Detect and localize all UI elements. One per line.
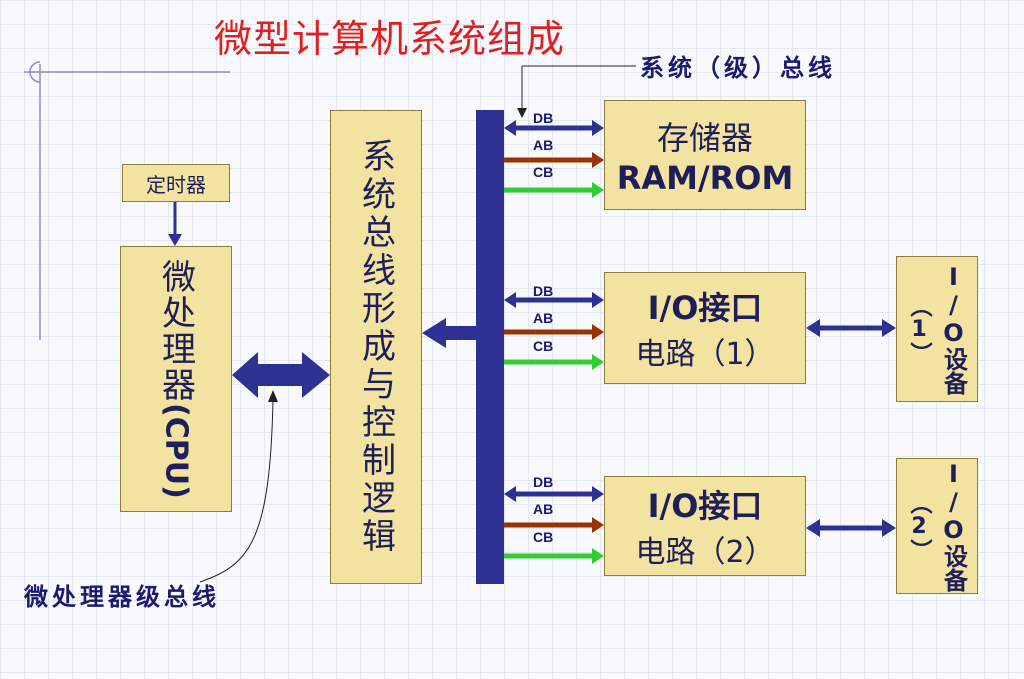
guide-circle-icon (29, 61, 41, 83)
io1-cb-label: CB (533, 338, 554, 354)
system-bus-callout: 系统（级）总线 (640, 53, 836, 82)
io2-db-label: DB (533, 474, 554, 490)
io1-device-arrow (806, 319, 896, 337)
io1-label: I/O接口 (647, 289, 763, 327)
diagram-title: 微型计算机系统组成 (214, 17, 566, 61)
mem-cb-label: CB (533, 164, 554, 180)
io1-ab-label: AB (533, 310, 554, 326)
system-bus-pointer-arrow (517, 108, 527, 118)
cpu-block: 微处理器 (CPU) (120, 246, 232, 512)
mem-db-label: DB (533, 110, 554, 126)
cpu-bus-callout: 微处理器级总线 (24, 582, 220, 611)
memory-type: RAM/ROM (616, 159, 794, 197)
io-device-1-block: I/O设备 （1） (896, 256, 978, 402)
timer-label: 定时器 (146, 172, 206, 197)
system-bus-bar (476, 110, 504, 584)
bus-to-logic-arrow (422, 318, 476, 348)
dev2-number: （2） (906, 491, 932, 561)
io1-sublabel: 电路（1） (635, 337, 775, 372)
io2-cb-label: CB (533, 529, 554, 545)
cpu-bus-pointer-arrow (268, 390, 278, 402)
io2-ab-label: AB (533, 501, 554, 517)
io-device-2-block: I/O设备 （2） (896, 458, 978, 594)
cpu-label: 微处理器 (155, 259, 196, 404)
io2-bus-arrows (504, 486, 604, 564)
cpu-bus-double-arrow (232, 352, 330, 398)
memory-bus-arrows (504, 120, 604, 198)
cpu-abbrev: (CPU) (158, 403, 194, 499)
memory-label: 存储器 (656, 119, 753, 157)
dev1-label: I/O设备 (939, 263, 968, 395)
dev1-number: （1） (906, 294, 932, 364)
io1-bus-arrows (504, 292, 604, 370)
dev2-label: I/O设备 (939, 460, 968, 592)
memory-block: 存储器 RAM/ROM (604, 100, 806, 210)
bus-logic-label: 系统总线形成与控制逻辑 (355, 138, 396, 556)
io2-device-arrow (806, 519, 896, 537)
io-interface-1-block: I/O接口 电路（1） (604, 272, 806, 384)
mem-ab-label: AB (533, 137, 554, 153)
bus-logic-block: 系统总线形成与控制逻辑 (330, 110, 422, 584)
io2-sublabel: 电路（2） (635, 535, 775, 570)
io2-label: I/O接口 (647, 487, 763, 525)
io-interface-2-block: I/O接口 电路（2） (604, 476, 806, 576)
io1-db-label: DB (533, 283, 554, 299)
timer-block: 定时器 (122, 164, 230, 202)
timer-arrow (168, 234, 182, 246)
